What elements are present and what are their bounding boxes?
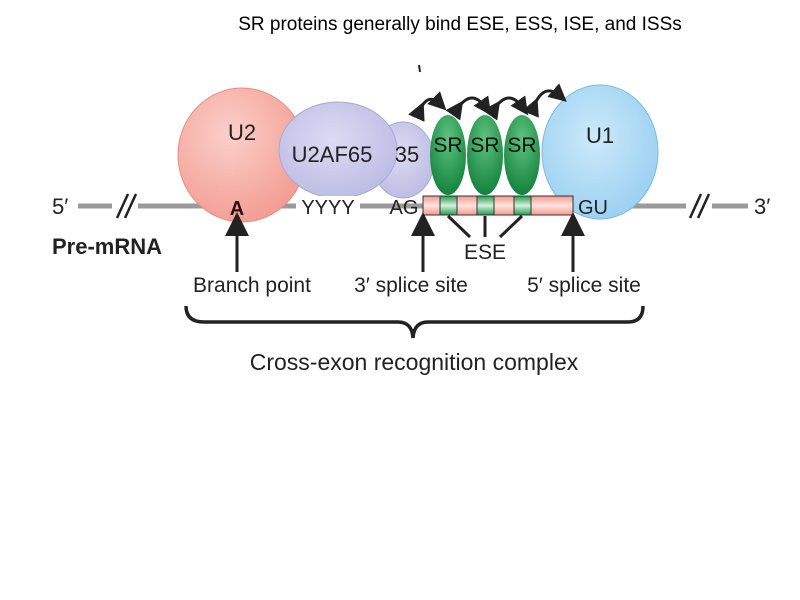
u2af65-label: U2AF65	[292, 142, 373, 167]
five-prime-label: 5′	[52, 194, 68, 219]
five-splice-site-label: 5′ splice site	[527, 274, 641, 297]
sr-label-3: SR	[507, 134, 536, 157]
pre-mrna-label: Pre-mRNA	[52, 234, 162, 259]
interaction-arrow-4	[522, 83, 567, 118]
interaction-arrow-2	[445, 95, 492, 121]
polypyrimidine-tract: YYYY	[301, 197, 354, 219]
break-mark-left	[112, 193, 138, 219]
u2-label: U2	[228, 120, 256, 145]
three-splice-site-label: 3′ splice site	[354, 274, 468, 297]
sr-label-1: SR	[433, 134, 462, 157]
branch-nucleotide: A	[230, 198, 244, 220]
branch-point-label: Branch point	[193, 274, 311, 297]
ese-segment-3	[513, 195, 532, 216]
complex-brace	[184, 305, 645, 339]
stray-mark	[418, 64, 421, 73]
u1-snrnp	[541, 84, 659, 220]
exon	[422, 195, 574, 216]
interaction-arrows	[408, 83, 567, 122]
three-prime-label: 3′	[754, 194, 770, 219]
break-mark-right	[686, 193, 712, 219]
sr-label-2: SR	[470, 134, 499, 157]
sr-protein-2: SR	[467, 115, 503, 195]
ese-pointers	[446, 214, 524, 239]
diagram-caption: SR proteins generally bind ESE, ESS, ISE…	[238, 14, 682, 35]
sr-protein-1: SR	[430, 115, 466, 195]
ese-label: ESE	[464, 241, 506, 264]
sr-protein-3: SR	[504, 115, 540, 195]
u1-label: U1	[586, 123, 614, 148]
u2af35-label: 35	[395, 142, 419, 167]
acceptor-ag: AG	[390, 197, 419, 219]
ese-segment-2	[476, 195, 495, 216]
interaction-arrow-3	[482, 95, 529, 121]
ese-segment-1	[439, 195, 458, 216]
complex-label: Cross-exon recognition complex	[250, 349, 579, 375]
interaction-arrow-1	[408, 91, 447, 122]
donor-gu: GU	[578, 197, 608, 219]
site-arrows	[225, 212, 585, 272]
